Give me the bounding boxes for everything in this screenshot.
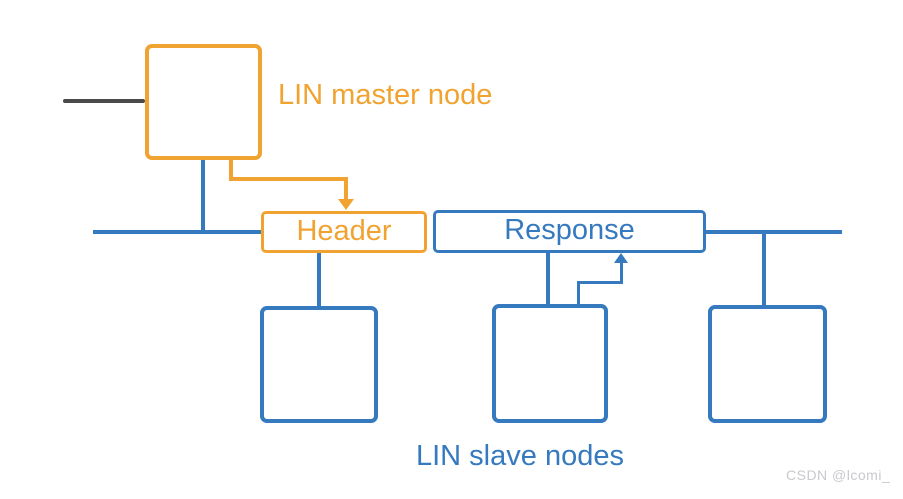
slave2-to-response-arrow-segment [577,281,623,284]
slave-node-box [708,305,827,423]
slave-node-box [492,304,608,423]
bus-line-right [704,230,842,234]
bus-to-slave3-line [762,232,766,305]
external-connection-line [63,99,145,103]
response-frame-box: Response [433,210,706,253]
master-to-header-arrow-segment [229,177,348,181]
arrow-up-icon [614,253,628,263]
slave2-to-response-arrow-segment [620,262,623,284]
master-to-bus-line [201,160,205,232]
header-frame-label: Header [296,214,392,247]
master-to-header-arrow-segment [229,158,233,181]
arrow-down-icon [338,199,354,210]
response-frame-label: Response [504,214,635,246]
slave-nodes-label: LIN slave nodes [416,440,624,472]
watermark-text: CSDN @lcomi_ [786,467,891,483]
slave-node-box [260,306,378,423]
bus-line-left [93,230,261,234]
response-to-slave2-line [546,253,550,304]
header-frame-box: Header [261,211,427,253]
slave2-to-response-arrow-segment [577,281,580,306]
header-to-slave1-line [317,253,321,306]
master-node-label: LIN master node [278,79,493,111]
master-to-header-arrow-segment [344,177,348,201]
master-node-box [145,44,262,160]
